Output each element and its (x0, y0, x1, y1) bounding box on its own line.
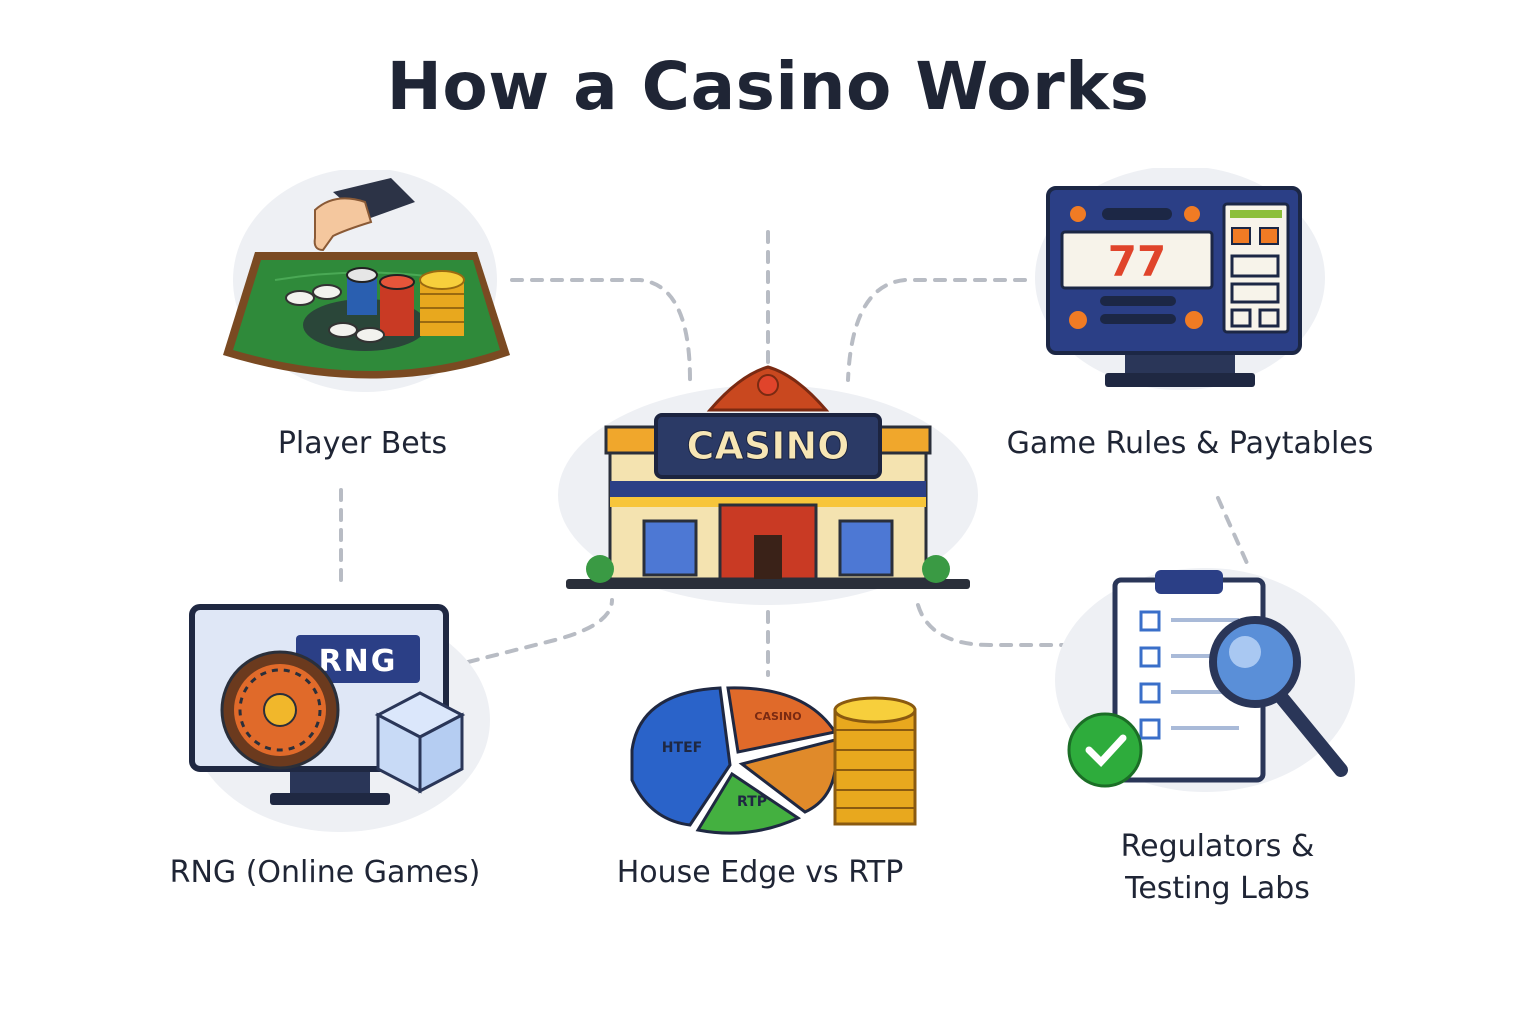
rng-screen-text: RNG (319, 644, 398, 679)
regulators-illustration (1045, 560, 1355, 800)
connector-game-regulators (1216, 496, 1252, 572)
dice-icon (374, 691, 466, 794)
node-label-regulators-line2: Testing Labs (1125, 871, 1310, 906)
chip-stack-icon (285, 267, 465, 343)
connector-player-bets (510, 278, 692, 382)
slice-label-casino: CASINO (754, 710, 801, 723)
node-label-game-rules: Game Rules & Paytables (1006, 426, 1374, 461)
node-label-regulators: Regulators & Testing Labs (1060, 826, 1375, 910)
game-rules-illustration: 77 (1030, 168, 1330, 398)
connector-game-rules (846, 278, 1027, 382)
house-edge-illustration: HTEF CASINO RTP (620, 680, 930, 840)
check-badge-icon (1067, 712, 1143, 788)
hand-icon (313, 178, 415, 252)
slice-label-rtp: RTP (737, 794, 767, 810)
casino-sign-text: CASINO (687, 424, 850, 468)
roulette-wheel-icon (220, 650, 340, 770)
connector-regulators (916, 603, 1092, 647)
page-title: How a Casino Works (386, 48, 1150, 125)
node-label-rng: RNG (Online Games) (169, 855, 481, 890)
rng-illustration: RNG (180, 595, 490, 835)
coin-stack-icon (833, 696, 917, 826)
pie-chart-icon: HTEF CASINO RTP (630, 686, 838, 835)
slice-label-house: HTEF (662, 740, 702, 756)
node-label-player-bets: Player Bets (277, 426, 448, 461)
casino-building-illustration: CASINO (540, 355, 996, 605)
player-bets-illustration (215, 170, 515, 400)
node-label-regulators-line1: Regulators & (1120, 829, 1315, 864)
node-label-house-edge: House Edge vs RTP (616, 855, 904, 890)
reel-text: 77 (1108, 237, 1166, 286)
magnifying-glass-icon (1209, 616, 1348, 777)
connector-rng (466, 598, 614, 664)
